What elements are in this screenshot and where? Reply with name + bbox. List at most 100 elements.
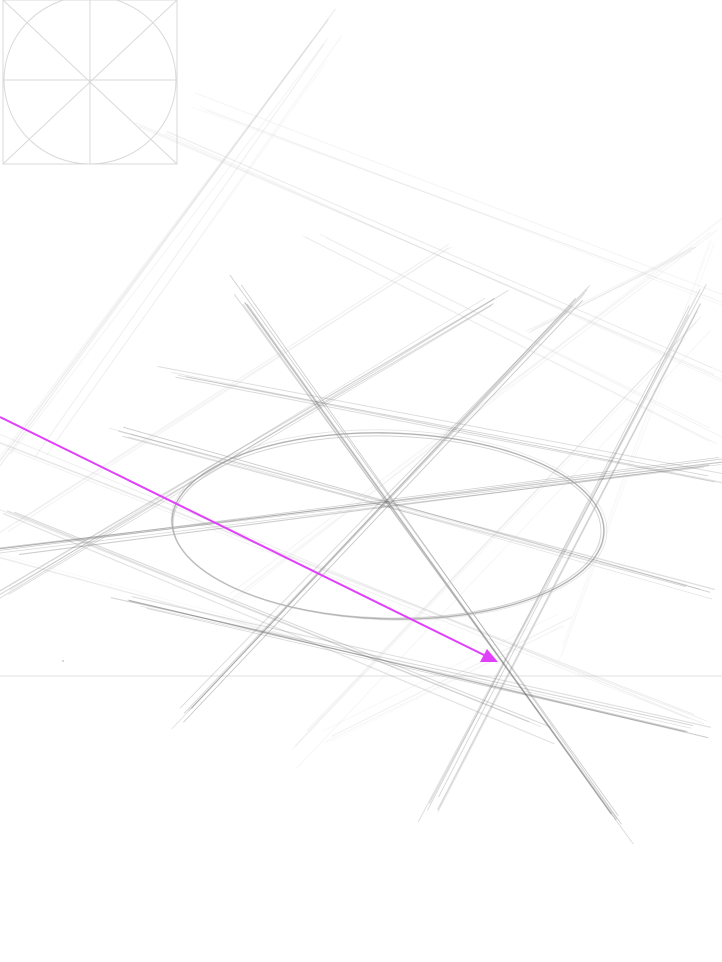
construction-line [0, 441, 695, 715]
construction-line [123, 426, 711, 593]
construction-line [438, 288, 701, 798]
guide-line [302, 235, 710, 442]
construction-line [244, 302, 612, 815]
construction-line [183, 304, 573, 714]
guide-line [166, 131, 722, 373]
perspective-ellipse [170, 429, 608, 621]
guide-line [195, 92, 722, 296]
guide-line [331, 616, 573, 737]
guide-line [531, 250, 692, 331]
guide-line [46, 35, 343, 456]
guide-line [191, 106, 714, 299]
construction-line [0, 509, 542, 728]
guide-line [0, 19, 329, 462]
guide-line [135, 122, 722, 380]
guide-line [167, 131, 713, 368]
construction-line [437, 303, 701, 810]
guide-line [205, 110, 722, 303]
construction-line [0, 290, 509, 599]
arrow-shaft [0, 416, 487, 657]
construction-line [427, 305, 690, 811]
construction-line [0, 442, 707, 722]
arrow-pointer-icon [0, 416, 498, 662]
guide-line [229, 218, 722, 605]
guide-line [322, 613, 558, 732]
construction-line [0, 466, 704, 554]
construction-line [171, 372, 722, 484]
guide-line [294, 316, 702, 747]
construction-line [127, 599, 709, 739]
construction-line [0, 433, 704, 725]
construction-line [18, 464, 710, 555]
guide-line [325, 237, 711, 429]
guide-line [138, 125, 715, 375]
construction-line [118, 430, 716, 591]
ellipse-stroke [171, 432, 605, 620]
construction-line [241, 284, 622, 825]
construction-line [183, 300, 583, 723]
construction-line [6, 510, 530, 723]
construction-line [191, 298, 577, 709]
stray-pencil-dot [62, 660, 64, 662]
construction-line [129, 600, 688, 733]
guide-line [528, 246, 697, 333]
guide-line [0, 556, 309, 643]
construction-line [171, 293, 585, 729]
construction-line [437, 310, 698, 813]
circle-in-square-reference-icon [2, 0, 178, 165]
construction-line [2, 513, 555, 745]
construction-line [0, 461, 722, 549]
guide-line [0, 557, 311, 643]
construction-line [242, 304, 634, 845]
construction-line [140, 605, 692, 729]
construction-line [110, 597, 694, 727]
construction-line [7, 448, 690, 719]
guide-line [229, 231, 712, 595]
perspective-sketch [0, 8, 722, 845]
ellipse-stroke [172, 435, 602, 619]
construction-line [417, 314, 689, 823]
guide-line [0, 40, 313, 458]
construction-line [0, 464, 722, 550]
guide-line [16, 246, 453, 523]
guide-line [0, 8, 336, 467]
construction-line [9, 298, 486, 591]
construction-line [185, 376, 709, 477]
guide-line [296, 330, 711, 769]
guide-line [306, 321, 697, 732]
guide-line [292, 337, 687, 750]
construction-line [233, 294, 618, 820]
construction-line [180, 285, 590, 709]
guide-line [331, 625, 563, 742]
construction-line [178, 375, 722, 483]
guide-line [562, 240, 711, 647]
guide-line [319, 233, 722, 438]
construction-line [429, 284, 707, 804]
construction-line [0, 457, 720, 550]
guide-line [0, 554, 321, 642]
guide-line [324, 625, 564, 743]
construction-line [8, 305, 492, 595]
construction-line [0, 458, 722, 551]
construction-line [131, 596, 711, 728]
guide-line [556, 240, 712, 668]
guide-line [231, 229, 718, 600]
construction-line [157, 366, 722, 475]
guide-line [34, 43, 325, 457]
guide-line [561, 242, 715, 656]
guide-line [52, 60, 328, 446]
guide-line [0, 243, 450, 534]
guide-line [304, 236, 717, 445]
construction-line [229, 274, 619, 816]
construction-line [130, 433, 713, 600]
guide-line [165, 133, 722, 382]
guide-line [199, 106, 722, 306]
ellipse-stroke [170, 429, 608, 621]
construction-line [14, 511, 552, 728]
guide-line [525, 247, 693, 332]
reference-diagonal-guide [2, 0, 178, 165]
guide-line [10, 37, 329, 455]
arrow-head [480, 649, 498, 662]
construction-line [188, 289, 588, 712]
